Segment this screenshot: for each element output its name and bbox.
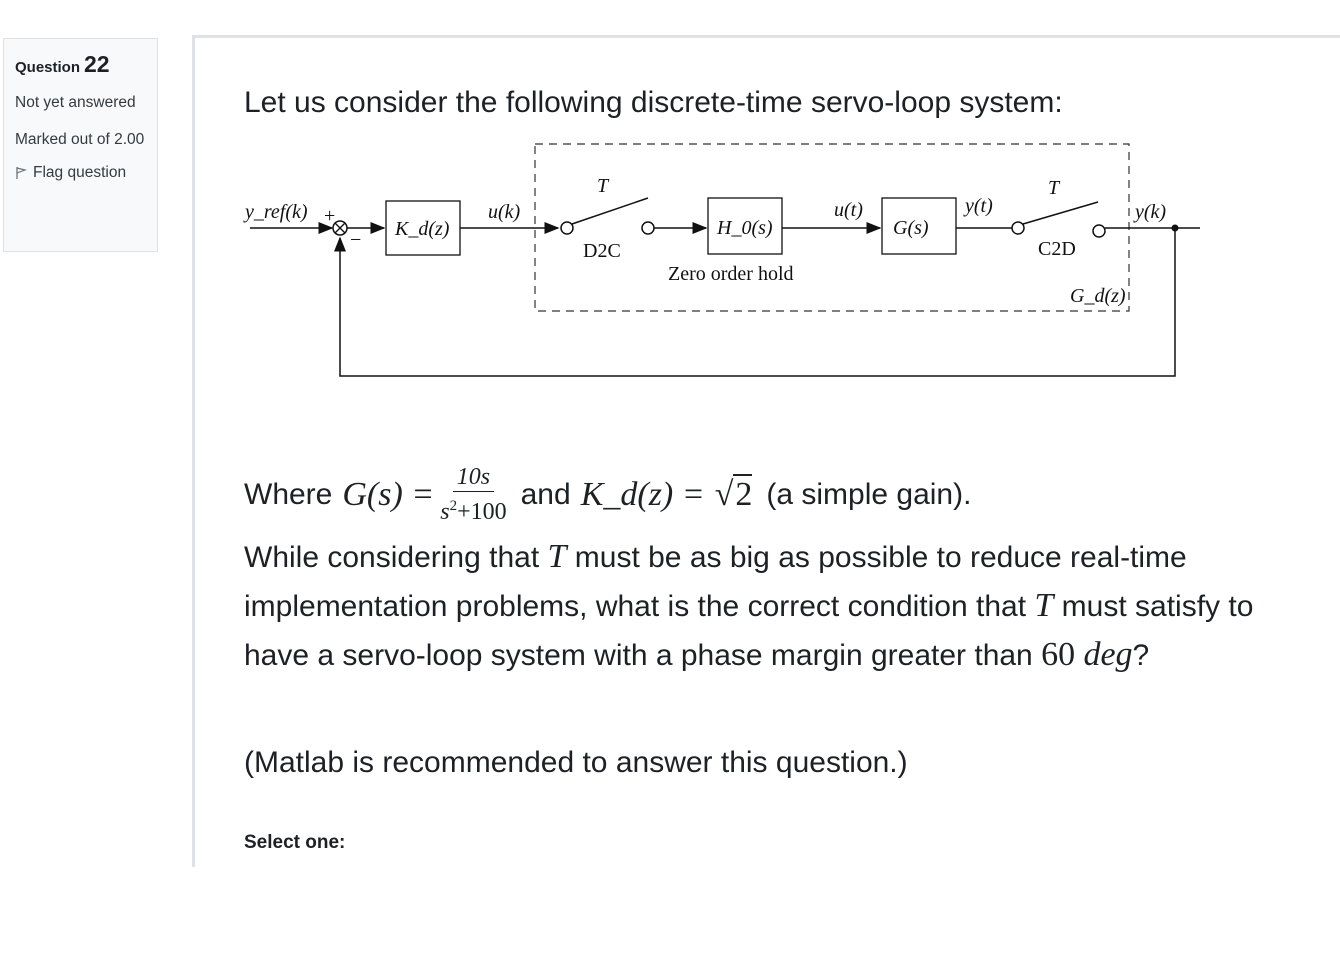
- question-intro: Let us consider the following discrete-t…: [244, 86, 1063, 119]
- d2c-label: D2C: [583, 240, 621, 262]
- body-T-2: T: [1034, 587, 1054, 624]
- where-prefix: Where: [244, 477, 333, 511]
- question-body: While considering that T must be as big …: [244, 533, 1284, 680]
- question-note: (Matlab is recommended to answer this qu…: [244, 746, 908, 779]
- servo-loop-block-diagram: y_ref(k) + − K_d(z) u(k) T D2C H_0(s) Ze…: [243, 143, 1200, 377]
- body-part-2: must be as big as possible to reduce rea…: [244, 541, 1187, 623]
- zero-order-hold-label: Zero order hold: [668, 263, 794, 285]
- body-end: ?: [1132, 639, 1150, 672]
- flag-icon: [16, 167, 27, 179]
- sqrt-radicand: 2: [733, 473, 753, 513]
- c2d-label: C2D: [1038, 238, 1076, 260]
- g-numerator: 10s: [452, 463, 495, 492]
- c2d-switch: [1011, 201, 1106, 238]
- ut-label: u(t): [834, 199, 863, 221]
- body-T-1: T: [547, 538, 567, 575]
- minus-sign: −: [350, 229, 361, 251]
- gd-label: G_d(z): [1070, 285, 1126, 307]
- g-equation-lhs: G(s) =: [342, 475, 435, 513]
- yt-label: y(t): [963, 195, 993, 217]
- g-denominator: s2+100: [440, 492, 506, 526]
- g-block: [881, 197, 957, 255]
- h0-label: H_0(s): [716, 217, 773, 239]
- question-state: Not yet answered: [15, 94, 136, 111]
- body-value: 60: [1041, 636, 1076, 673]
- g-den-exp: 2: [449, 498, 458, 514]
- flag-question-link[interactable]: Flag question: [15, 164, 147, 182]
- summing-junction: [332, 220, 348, 236]
- d2c-switch: [560, 197, 655, 235]
- body-unit: deg: [1083, 636, 1133, 673]
- kd-equation-lhs: K_d(z) =: [580, 475, 705, 513]
- question-number-value: 22: [84, 51, 110, 77]
- where-suffix: (a simple gain).: [766, 477, 972, 511]
- t2-label: T: [1048, 177, 1061, 199]
- question-label: Question: [15, 59, 81, 76]
- h0-block: [707, 197, 783, 255]
- g-den-rest: +100: [457, 499, 507, 525]
- select-one-label: Select one:: [244, 832, 346, 853]
- kd-label: K_d(z): [394, 218, 450, 240]
- plus-sign: +: [324, 205, 335, 227]
- flag-question-label: Flag question: [33, 164, 127, 181]
- sqrt-two: √2: [714, 473, 753, 513]
- question-content: Let us consider the following discrete-t…: [192, 35, 1340, 867]
- g-fraction: 10s s2+100: [440, 463, 506, 526]
- body-part-1: While considering that: [244, 541, 540, 574]
- yref-label: y_ref(k): [243, 201, 308, 223]
- gs-label: G(s): [893, 217, 929, 239]
- t1-label: T: [597, 175, 610, 197]
- question-grade: Marked out of 2.00: [15, 131, 145, 148]
- g-den-base: s: [440, 499, 450, 525]
- yk-label: y(k): [1133, 201, 1166, 223]
- body-part-3: must satisfy to have a servo-loop system…: [244, 590, 1254, 672]
- where-and: and: [520, 477, 571, 511]
- question-where-line: Where G(s) = 10s s2+100 and K_d(z) = √2 …: [244, 463, 971, 526]
- uk-label: u(k): [488, 201, 521, 223]
